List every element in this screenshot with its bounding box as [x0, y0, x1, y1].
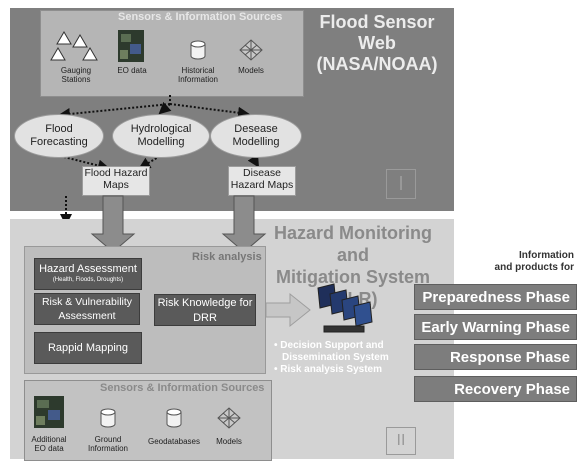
source-ground-information: Ground Information	[87, 435, 129, 453]
models-network-icon	[239, 39, 263, 61]
source-additional-eo-data: Additional EO data	[31, 435, 67, 453]
eo-data-satellite-image-icon	[118, 30, 144, 62]
sensors-sources-title-bottom: Sensors & Information Sources	[100, 382, 265, 394]
phase-preparedness: Preparedness Phase	[414, 284, 577, 310]
information-products-heading: Information and products for	[468, 250, 574, 274]
source-models: Models	[238, 66, 264, 75]
risk-analysis-title: Risk analysis	[192, 251, 262, 263]
models-network-icon-bottom	[217, 407, 241, 429]
hydrological-modelling-model: Hydrological Modelling	[112, 114, 210, 158]
source-gauging-stations: Gauging Stations	[60, 66, 92, 84]
additional-eo-data-image-icon	[34, 396, 64, 428]
sensors-sources-box-top	[40, 10, 304, 97]
computer-monitors-icon	[317, 283, 373, 333]
hazard-assessment-label: Hazard Assessment	[39, 263, 137, 275]
information-line1: Information	[519, 250, 574, 261]
hazard-monitoring-title-line2: Mitigation System	[275, 267, 431, 287]
dss-line1: • Decision Support and	[274, 340, 384, 351]
flood-forecasting-label: Flood Forecasting	[30, 123, 88, 148]
hazard-assessment-sub: (Health, Floods, Droughts)	[52, 277, 124, 283]
risk-to-dss-arrow	[265, 292, 311, 328]
hydrological-modelling-label: Hydrological Modelling	[130, 123, 192, 148]
hazard-assessment-box: Hazard Assessment (Health, Floods, Droug…	[34, 258, 142, 290]
dss-line3: • Risk analysis System	[274, 364, 383, 375]
dss-line2: Dissemination System	[282, 352, 389, 363]
risk-vulnerability-box: Risk & Vulnerability Assessment	[34, 293, 140, 325]
flood-sensor-web-title: Flood Sensor Web (NASA/NOAA)	[300, 12, 454, 75]
disease-maps-down-arrow	[221, 195, 267, 253]
dss-description: • Decision Support and Dissemination Sys…	[274, 340, 389, 376]
flood-hazard-maps-box: Flood Hazard Maps	[82, 166, 150, 196]
source-models-bottom: Models	[216, 437, 242, 446]
flood-sensor-web-title-line1: Flood Sensor Web	[319, 12, 435, 53]
flood-sensor-web-title-line2: (NASA/NOAA)	[316, 54, 438, 74]
flood-forecasting-model: Flood Forecasting	[14, 114, 104, 158]
phase-recovery: Recovery Phase	[414, 376, 577, 402]
phase-early-warning: Early Warning Phase	[414, 314, 577, 340]
panel-number-two: II	[386, 427, 416, 455]
phase-response: Response Phase	[414, 344, 577, 370]
desease-modelling-model: Desease Modelling	[210, 114, 302, 158]
geodatabases-database-icon	[166, 408, 182, 428]
disease-hazard-maps-box: Disease Hazard Maps	[228, 166, 296, 196]
source-eo-data: EO data	[117, 66, 147, 75]
gauging-stations-icon	[50, 31, 98, 61]
ground-information-database-icon	[100, 408, 116, 428]
flood-maps-down-arrow	[90, 195, 136, 253]
rapid-mapping-box: Rappid Mapping	[34, 332, 142, 364]
sensors-sources-title-top: Sensors & Information Sources	[118, 11, 283, 23]
panel-number-one: I	[386, 169, 416, 199]
desease-modelling-label: Desease Modelling	[232, 123, 280, 148]
information-line2: and products for	[494, 262, 574, 273]
database-cylinder-icon	[190, 40, 206, 60]
source-historical-information: Historical Information	[177, 66, 219, 84]
hazard-monitoring-title-line1: Hazard Monitoring and	[274, 223, 432, 265]
risk-knowledge-box: Risk Knowledge for DRR	[154, 294, 256, 326]
source-geodatabases: Geodatabases	[147, 437, 201, 446]
